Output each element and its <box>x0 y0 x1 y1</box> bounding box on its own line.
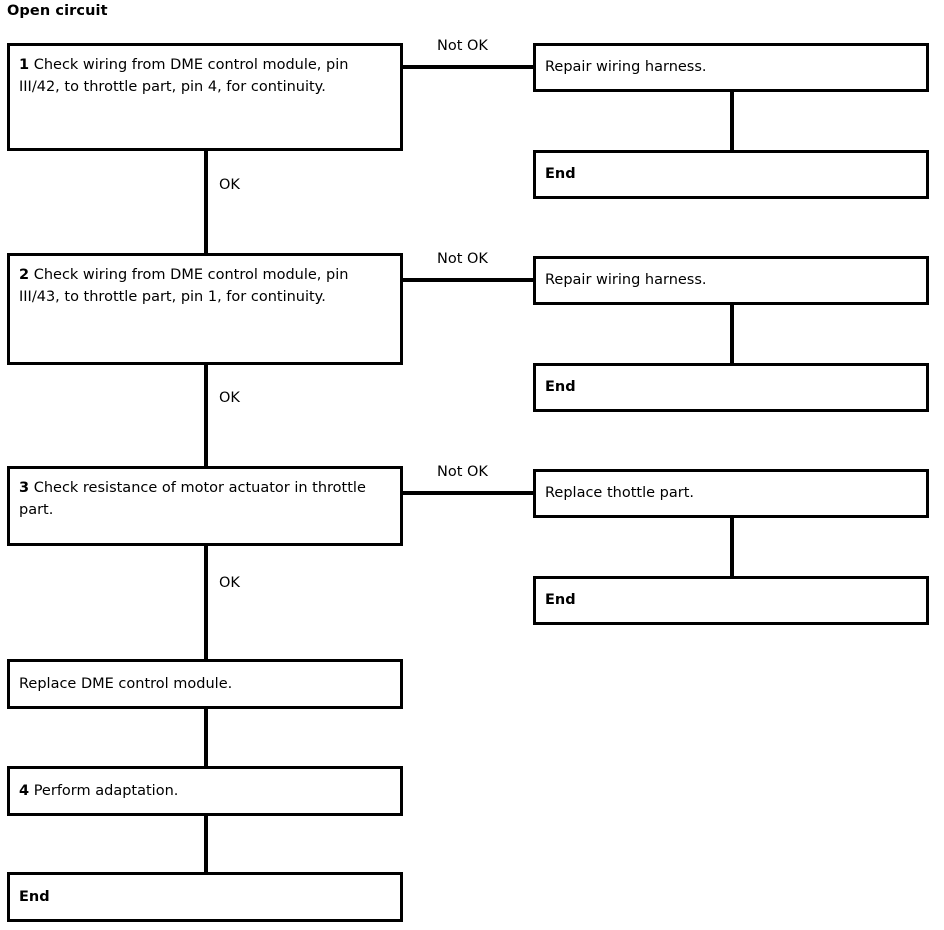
node-repair-wiring-harness-2[interactable]: Repair wiring harness. <box>533 256 929 305</box>
node-step-2-text: 2 Check wiring from DME control module, … <box>10 256 400 309</box>
connector-replace-throttle-to-end3 <box>730 516 734 578</box>
connector-step3-to-replace-dme <box>204 545 208 661</box>
node-end-main[interactable]: End <box>7 872 403 922</box>
node-step-3-number: 3 <box>19 480 30 496</box>
connector-step2-to-step3 <box>204 363 208 467</box>
node-repair-wiring-harness-2-text: Repair wiring harness. <box>545 272 707 289</box>
node-step-1[interactable]: 1 Check wiring from DME control module, … <box>7 43 403 151</box>
node-step-1-text: 1 Check wiring from DME control module, … <box>10 46 400 99</box>
node-replace-dme-control-module-text: Replace DME control module. <box>19 675 233 692</box>
edge-label-step3-not-ok: Not OK <box>437 464 488 480</box>
node-step-4-text: 4 Perform adaptation. <box>10 780 400 802</box>
edge-label-step1-not-ok: Not OK <box>437 38 488 54</box>
node-step-3-body: Check resistance of motor actuator in th… <box>19 480 366 519</box>
edge-label-step1-ok: OK <box>219 177 240 193</box>
connector-repair2-to-end2 <box>730 303 734 365</box>
node-step-2-number: 2 <box>19 267 30 283</box>
node-end-branch-2-text: End <box>545 379 576 396</box>
node-repair-wiring-harness-1[interactable]: Repair wiring harness. <box>533 43 929 92</box>
connector-repair1-to-end1 <box>730 90 734 152</box>
node-end-branch-1[interactable]: End <box>533 150 929 199</box>
node-step-2-body: Check wiring from DME control module, pi… <box>19 267 349 306</box>
edge-label-step2-not-ok: Not OK <box>437 251 488 267</box>
node-step-4-number: 4 <box>19 782 30 799</box>
node-end-main-text: End <box>19 888 50 905</box>
edge-label-step3-ok: OK <box>219 575 240 591</box>
node-end-branch-1-text: End <box>545 166 576 183</box>
node-step-4-body: Perform adaptation. <box>33 782 179 799</box>
node-replace-throttle-part[interactable]: Replace thottle part. <box>533 469 929 518</box>
connector-step1-not-ok <box>400 65 535 69</box>
page-title: Open circuit <box>7 3 108 19</box>
connector-replace-dme-to-step4 <box>204 707 208 768</box>
node-replace-dme-control-module[interactable]: Replace DME control module. <box>7 659 403 709</box>
node-step-4[interactable]: 4 Perform adaptation. <box>7 766 403 816</box>
node-end-branch-3-text: End <box>545 592 576 609</box>
node-end-branch-2[interactable]: End <box>533 363 929 412</box>
node-step-1-body: Check wiring from DME control module, pi… <box>19 57 349 96</box>
edge-label-step2-ok: OK <box>219 390 240 406</box>
connector-step4-to-end <box>204 814 208 874</box>
node-step-3[interactable]: 3 Check resistance of motor actuator in … <box>7 466 403 546</box>
node-replace-throttle-part-text: Replace thottle part. <box>545 485 694 502</box>
connector-step3-not-ok <box>400 491 535 495</box>
connector-step1-to-step2 <box>204 150 208 255</box>
node-end-branch-3[interactable]: End <box>533 576 929 625</box>
node-step-2[interactable]: 2 Check wiring from DME control module, … <box>7 253 403 365</box>
node-repair-wiring-harness-1-text: Repair wiring harness. <box>545 59 707 76</box>
node-step-1-number: 1 <box>19 57 30 73</box>
connector-step2-not-ok <box>400 278 535 282</box>
node-step-3-text: 3 Check resistance of motor actuator in … <box>10 469 400 522</box>
